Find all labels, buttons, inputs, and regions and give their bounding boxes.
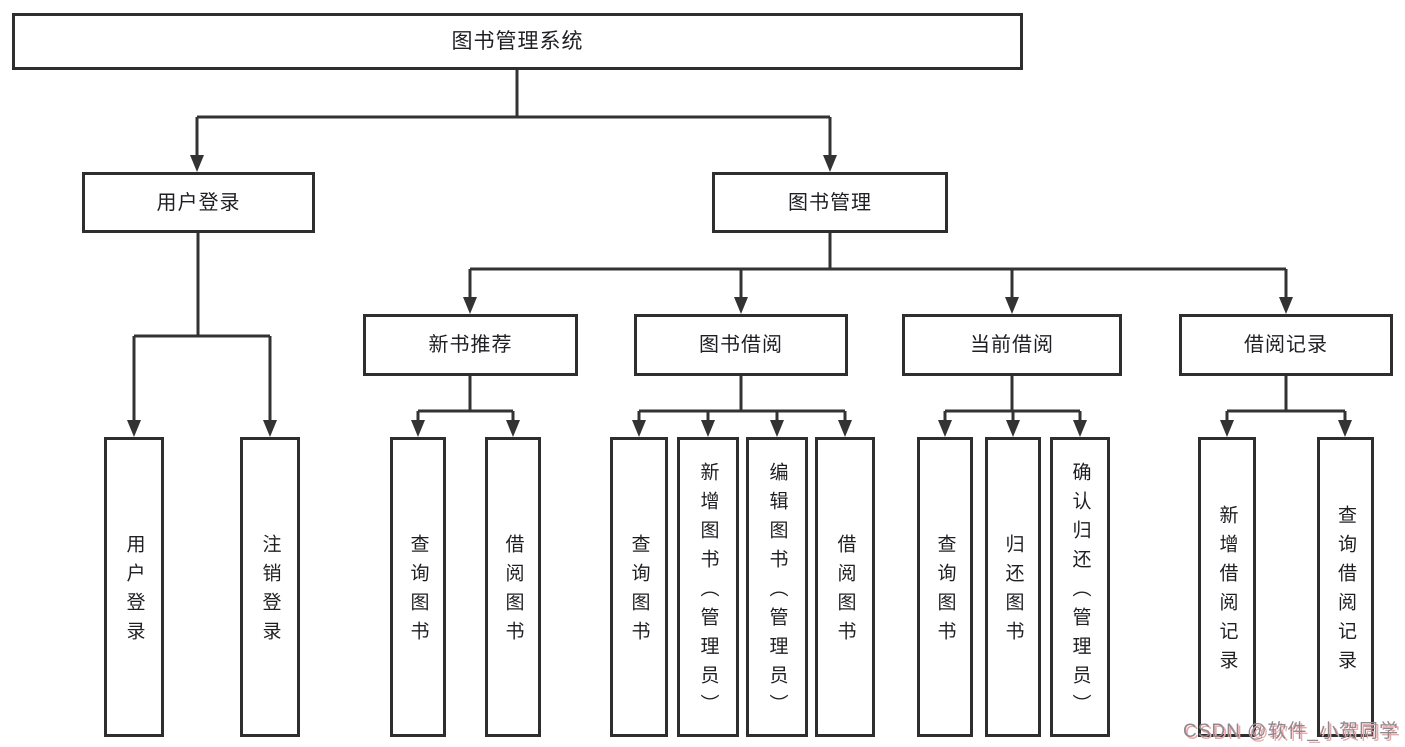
leaf-newbook-query-books: 查询图书: [390, 437, 446, 737]
leaf-records-add-record: 新增借阅记录: [1198, 437, 1256, 737]
arrow-down-icon: [770, 420, 784, 437]
node-book-borrow: 图书借阅: [634, 314, 848, 376]
arrow-down-icon: [1338, 420, 1352, 437]
leaf-current-return-books: 归还图书: [985, 437, 1041, 737]
node-book-management: 图书管理: [712, 172, 948, 233]
arrow-down-icon: [938, 420, 952, 437]
leaf-borrow-query-books: 查询图书: [610, 437, 668, 737]
arrow-down-icon: [263, 420, 277, 437]
node-root: 图书管理系统: [12, 13, 1023, 70]
node-current-borrow: 当前借阅: [902, 314, 1122, 376]
arrow-down-icon: [838, 420, 852, 437]
arrow-down-icon: [1006, 420, 1020, 437]
arrow-down-icon: [190, 155, 204, 172]
arrow-down-icon: [127, 420, 141, 437]
arrowheads: [127, 155, 1352, 437]
node-new-book-recommend: 新书推荐: [363, 314, 578, 376]
arrow-down-icon: [411, 420, 425, 437]
arrow-down-icon: [701, 420, 715, 437]
leaf-borrow-borrow-books: 借阅图书: [815, 437, 875, 737]
leaf-borrow-edit-books-admin: 编辑图书（管理员）: [746, 437, 808, 737]
arrow-down-icon: [1005, 297, 1019, 314]
arrow-down-icon: [1073, 420, 1087, 437]
arrow-down-icon: [632, 420, 646, 437]
leaf-current-confirm-return-admin: 确认归还（管理员）: [1050, 437, 1110, 737]
arrow-down-icon: [823, 155, 837, 172]
node-user-login: 用户登录: [82, 172, 315, 233]
leaf-user-login: 用户登录: [104, 437, 164, 737]
arrow-down-icon: [506, 420, 520, 437]
arrow-down-icon: [1220, 420, 1234, 437]
leaf-borrow-add-books-admin: 新增图书（管理员）: [677, 437, 739, 737]
leaf-records-query-record: 查询借阅记录: [1317, 437, 1374, 737]
arrow-down-icon: [463, 297, 477, 314]
leaf-current-query-books: 查询图书: [917, 437, 973, 737]
connector-paths: [132, 70, 1347, 423]
arrow-down-icon: [1279, 297, 1293, 314]
arrow-down-icon: [734, 297, 748, 314]
node-borrow-records: 借阅记录: [1179, 314, 1393, 376]
leaf-logout: 注销登录: [240, 437, 300, 737]
leaf-newbook-borrow-books: 借阅图书: [485, 437, 541, 737]
